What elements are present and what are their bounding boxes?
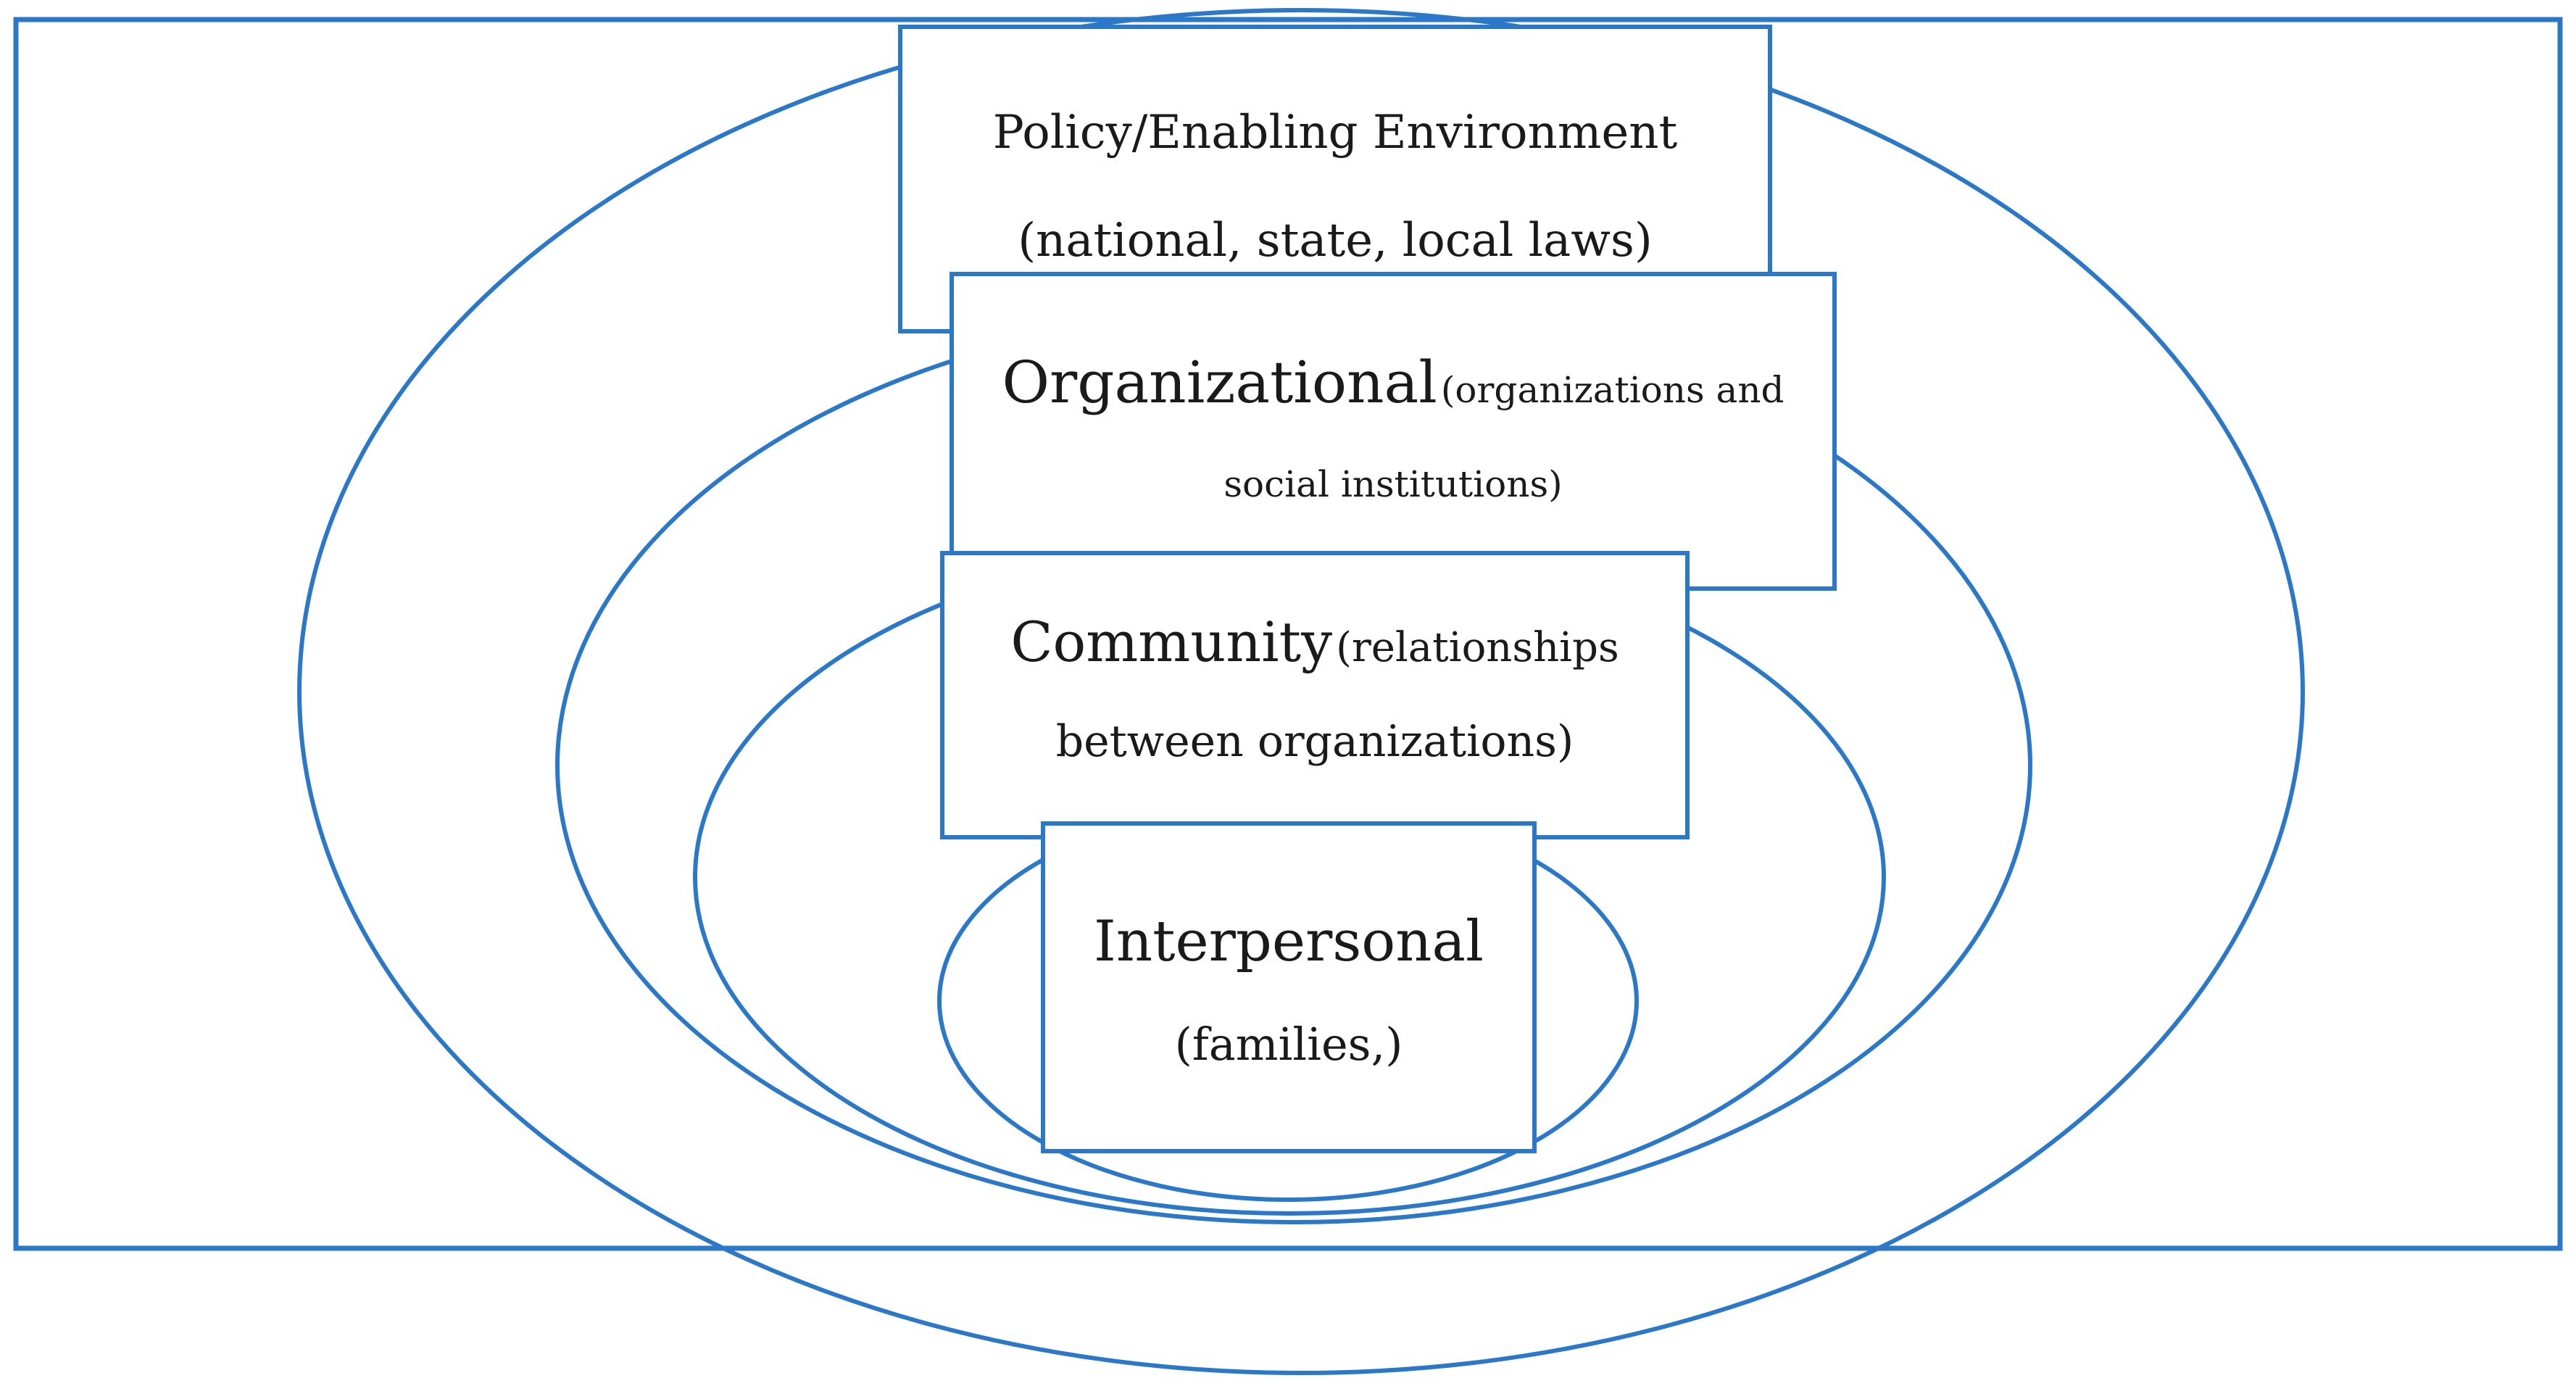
ring-policy	[297, 8, 2305, 1375]
community-detail-2: between organizations)	[1055, 716, 1574, 767]
policy-detail: (national, state, local laws)	[1018, 214, 1653, 267]
outer-frame	[13, 17, 2563, 1251]
organizational-detail-2: social institutions)	[1223, 463, 1563, 505]
organizational-level-box: Organizational (organizations and social…	[950, 272, 1837, 591]
organizational-title-line: Organizational (organizations and	[954, 349, 1832, 416]
community-title: Community	[1010, 610, 1333, 674]
policy-title: Policy/Enabling Environment	[992, 106, 1678, 159]
community-level-box: Community (relationships between organiz…	[940, 551, 1690, 839]
organizational-detail-1: (organizations and	[1440, 369, 1784, 411]
interpersonal-title: Interpersonal	[1094, 909, 1484, 974]
interpersonal-level-box: Interpersonal (families,)	[1041, 821, 1537, 1153]
organizational-title: Organizational	[1002, 349, 1437, 416]
interpersonal-detail: (families,)	[1174, 1018, 1403, 1071]
community-title-line: Community (relationships	[944, 610, 1685, 674]
community-detail-1: (relationships	[1336, 624, 1619, 671]
